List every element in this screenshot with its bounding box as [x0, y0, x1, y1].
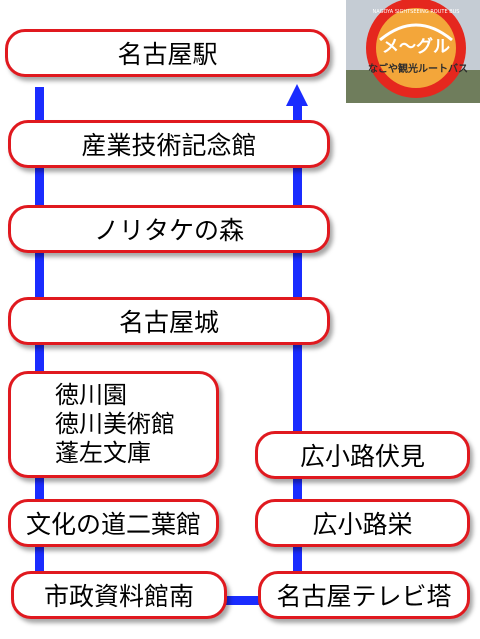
- station-tokugawaen-line-3: 蓬左文庫: [55, 439, 151, 467]
- station-shisei-shiryokan-minami: 市政資料館南: [11, 571, 227, 619]
- station-nagoya-castle: 名古屋城: [8, 297, 330, 345]
- station-hirokoji-fushimi: 広小路伏見: [255, 431, 470, 479]
- route-line-right: [293, 104, 302, 592]
- station-nagoya-station: 名古屋駅: [5, 29, 330, 77]
- sign-main-text: メ〜グル: [382, 36, 450, 57]
- station-hirokoji-sakae: 広小路栄: [255, 499, 470, 547]
- station-tokugawaen: 徳川園 徳川美術館 蓬左文庫: [8, 371, 219, 478]
- station-tokugawaen-line-1: 徳川園: [55, 381, 127, 409]
- station-noritake-no-mori: ノリタケの森: [8, 205, 330, 253]
- route-arrow-up-icon: [286, 84, 308, 106]
- sign-sub-text: なごや観光ルートバス: [368, 62, 468, 75]
- station-bunka-no-michi-futabakan: 文化の道二葉館: [8, 499, 219, 547]
- station-nagoya-tv-tower: 名古屋テレビ塔: [258, 571, 470, 619]
- station-sangyo-gijutsu-kinenkan: 産業技術記念館: [8, 120, 330, 168]
- me-guru-sign-photo: メ〜グル なごや観光ルートバス NAGOYA SIGHTSEEING ROUTE…: [346, 0, 480, 103]
- sign-ring-text: NAGOYA SIGHTSEEING ROUTE BUS: [373, 9, 460, 15]
- station-tokugawaen-line-2: 徳川美術館: [55, 410, 175, 438]
